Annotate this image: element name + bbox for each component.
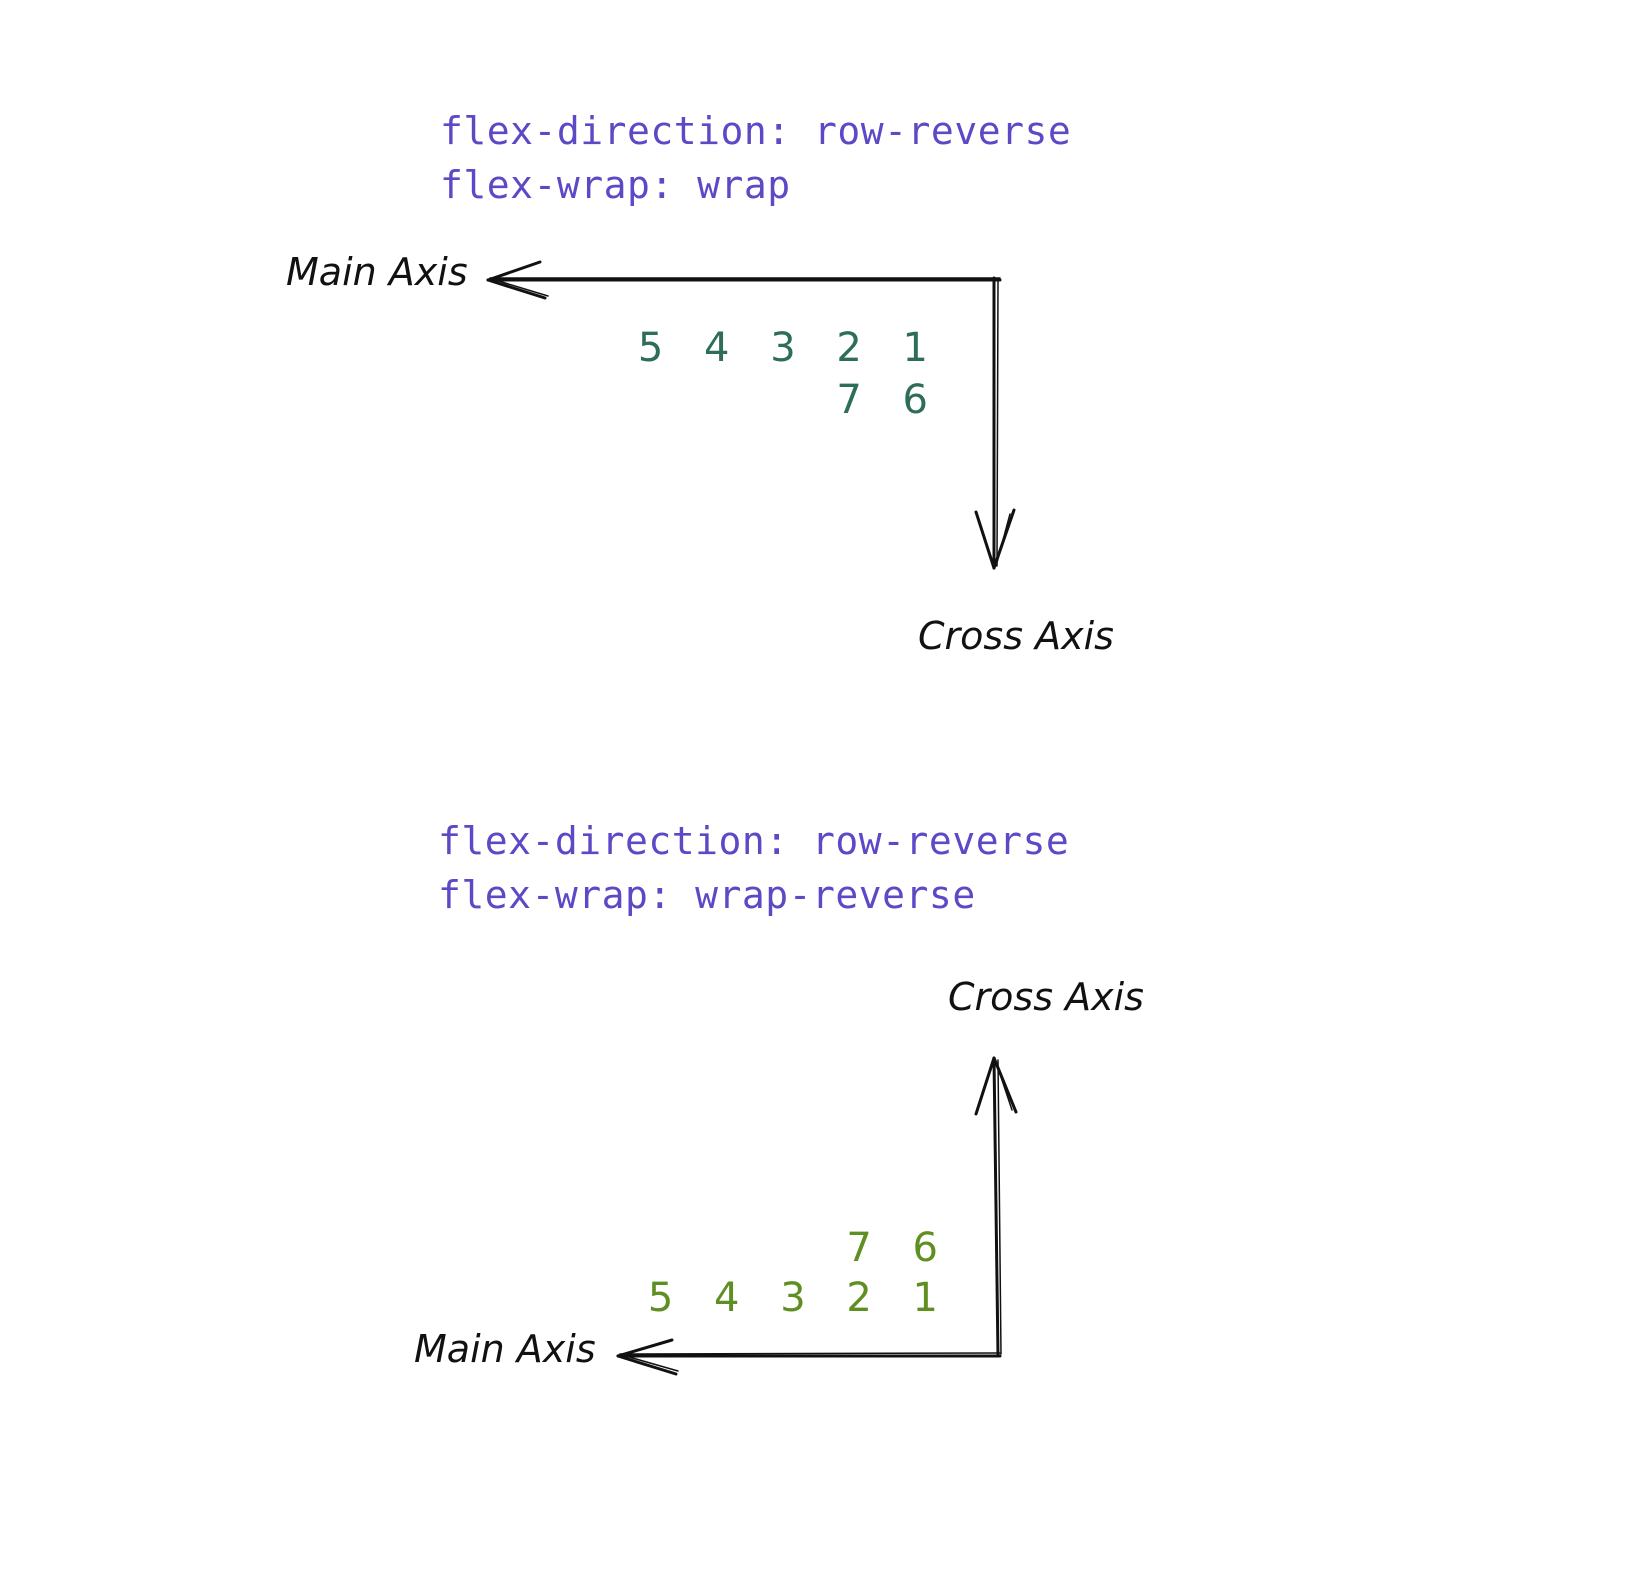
cross-axis-label: Cross Axis	[948, 975, 1144, 1019]
cross-axis-arrow-down	[974, 276, 1016, 570]
flex-items-row-1: 5 4 3 2 1	[637, 325, 942, 371]
main-axis-arrow-left	[486, 260, 1002, 300]
flex-items-row-2: 5 4 3 2 1	[647, 1275, 952, 1321]
main-axis-label: Main Axis	[414, 1327, 596, 1371]
flex-items-row-1: 7 6	[846, 1225, 952, 1271]
css-line-flex-direction: flex-direction: row-reverse	[438, 819, 1070, 863]
main-axis-label: Main Axis	[286, 250, 468, 294]
flex-items-row-2: 7 6	[836, 377, 942, 423]
main-axis-arrow-left	[616, 1338, 1002, 1376]
css-line-flex-direction: flex-direction: row-reverse	[440, 109, 1072, 153]
cross-axis-label: Cross Axis	[918, 614, 1114, 658]
css-line-flex-wrap: flex-wrap: wrap-reverse	[438, 873, 976, 917]
css-line-flex-wrap: flex-wrap: wrap	[440, 163, 791, 207]
cross-axis-arrow-up	[974, 1056, 1018, 1358]
